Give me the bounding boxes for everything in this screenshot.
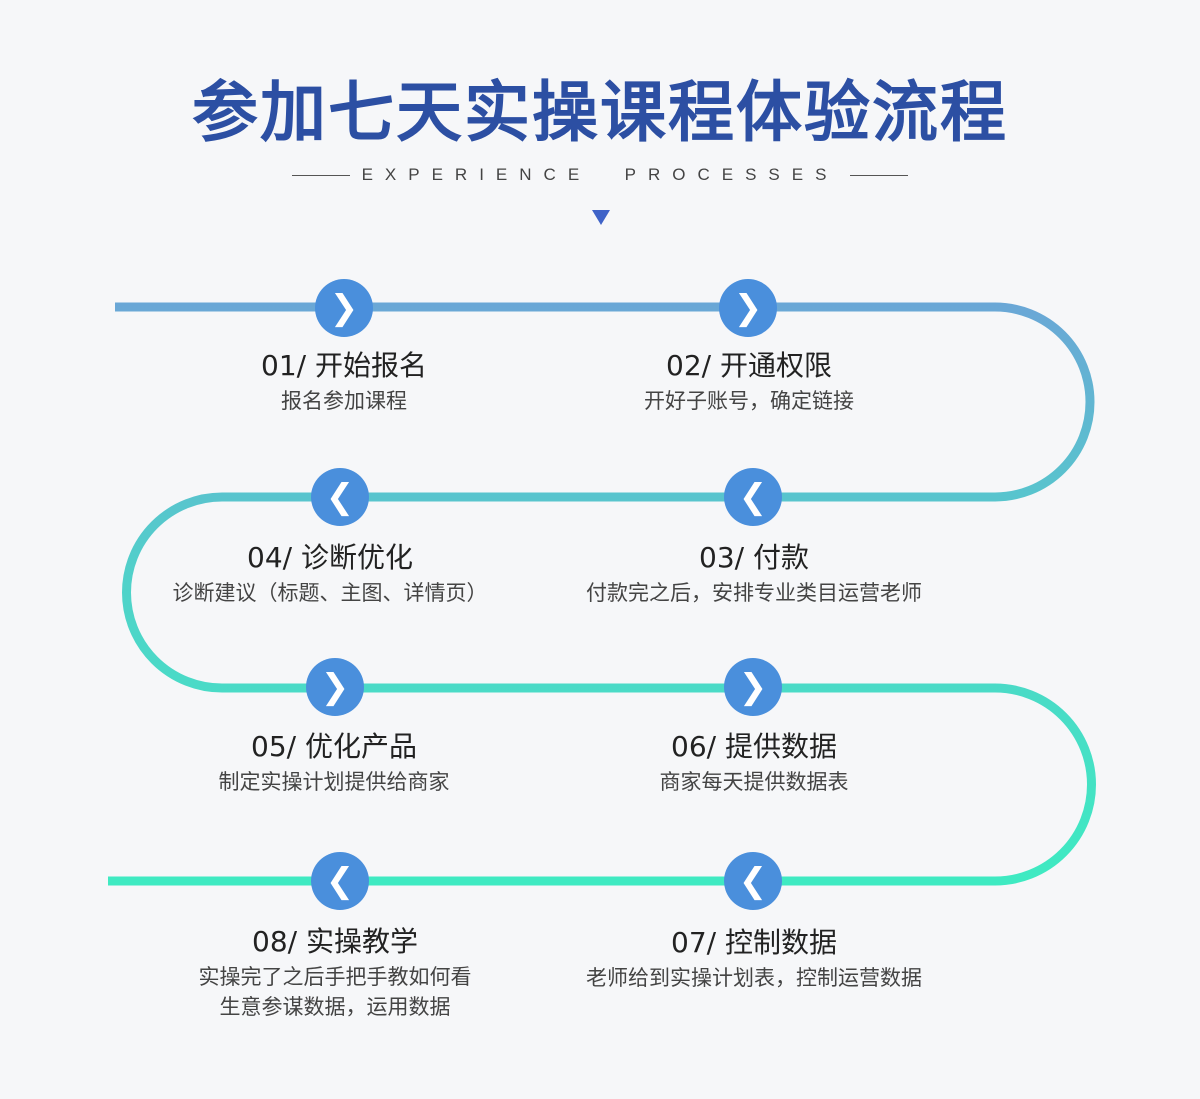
step-title: 06/ 提供数据	[671, 730, 837, 763]
step-2-node: ❯	[719, 279, 777, 337]
step-description: 商家每天提供数据表	[659, 770, 849, 794]
chevron-left-icon: ❮	[325, 861, 355, 901]
chevron-left-icon: ❮	[738, 861, 768, 901]
step-title: 03/ 付款	[699, 541, 809, 574]
step-1-node: ❯	[315, 279, 373, 337]
step-6-node: ❯	[724, 658, 782, 716]
step-title: 04/ 诊断优化	[247, 541, 413, 574]
chevron-right-icon: ❯	[329, 288, 359, 328]
subtitle-row: EXPERIENCE PROCESSES	[0, 162, 1200, 188]
step-2: 02/ 开通权限 开好子账号，确定链接	[549, 348, 949, 416]
step-description: 开好子账号，确定链接	[644, 389, 854, 413]
step-title: 02/ 开通权限	[666, 349, 832, 382]
chevron-left-icon: ❮	[738, 477, 768, 517]
step-title: 08/ 实操教学	[252, 925, 418, 958]
step-3-node: ❮	[724, 468, 782, 526]
step-description: 诊断建议（标题、主图、详情页）	[172, 581, 488, 605]
step-4-node: ❮	[311, 468, 369, 526]
subtitle-left-divider	[291, 174, 350, 176]
step-description-line-2: 生意参谋数据，运用数据	[219, 995, 451, 1019]
step-description: 制定实操计划提供给商家	[218, 770, 450, 794]
step-5-node: ❯	[306, 658, 364, 716]
step-6: 06/ 提供数据 商家每天提供数据表	[594, 729, 914, 797]
triangle-down-icon	[592, 210, 610, 225]
step-title: 05/ 优化产品	[251, 730, 417, 763]
step-title: 07/ 控制数据	[671, 926, 837, 959]
step-description: 实操完了之后手把手教如何看	[198, 965, 472, 989]
step-8-node: ❮	[311, 852, 369, 910]
step-description: 老师给到实操计划表，控制运营数据	[586, 966, 922, 990]
chevron-left-icon: ❮	[325, 477, 355, 517]
step-7-node: ❮	[724, 852, 782, 910]
step-title: 01/ 开始报名	[261, 349, 427, 382]
page-title: 参加七天实操课程体验流程	[192, 73, 1008, 151]
step-3: 03/ 付款 付款完之后，安排专业类目运营老师	[524, 540, 984, 608]
step-description: 报名参加课程	[281, 389, 407, 413]
chevron-right-icon: ❯	[738, 667, 768, 707]
step-4: 04/ 诊断优化 诊断建议（标题、主图、详情页）	[140, 540, 520, 608]
page-subtitle: EXPERIENCE PROCESSES	[361, 165, 839, 184]
step-1: 01/ 开始报名 报名参加课程	[194, 348, 494, 416]
chevron-right-icon: ❯	[320, 667, 350, 707]
subtitle-right-divider	[850, 174, 909, 176]
step-description: 付款完之后，安排专业类目运营老师	[586, 581, 922, 605]
step-5: 05/ 优化产品 制定实操计划提供给商家	[174, 729, 494, 797]
chevron-right-icon: ❯	[733, 288, 763, 328]
step-7: 07/ 控制数据 老师给到实操计划表，控制运营数据	[524, 925, 984, 993]
step-8: 08/ 实操教学 实操完了之后手把手教如何看 生意参谋数据，运用数据	[150, 924, 520, 1022]
